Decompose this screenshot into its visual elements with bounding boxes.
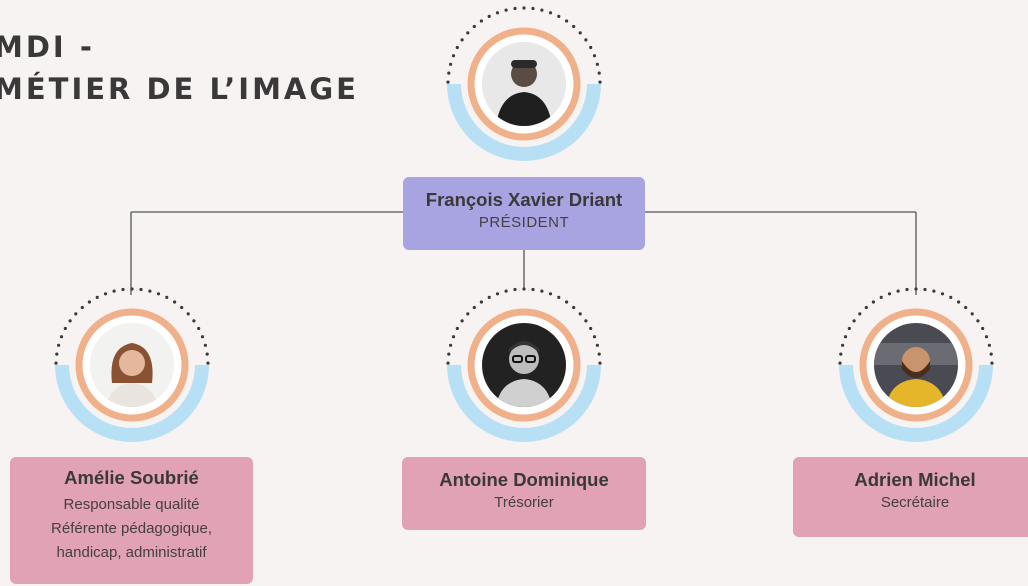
- dotted-arc: [446, 287, 602, 365]
- avatar-member-3: [831, 280, 1001, 450]
- member-3-photo: [874, 323, 958, 407]
- member-1-name: Amélie Soubrié: [64, 467, 199, 488]
- member-box-2: Antoine Dominique Trésorier: [402, 457, 646, 530]
- member-3-role-1: Secrétaire: [880, 494, 950, 511]
- title-line-2: MÉTIER DE L’IMAGE: [0, 72, 359, 106]
- president-name: François Xavier Driant: [425, 189, 623, 210]
- blue-arc: [55, 365, 209, 442]
- title-line-1: MDI -: [0, 30, 95, 64]
- dotted-arc: [446, 6, 602, 84]
- blue-arc: [447, 84, 601, 161]
- president-photo: [482, 42, 566, 126]
- blue-arc: [839, 365, 993, 442]
- dotted-arc: [838, 287, 994, 365]
- avatar-member-1: [47, 280, 217, 450]
- member-1-photo: [90, 323, 174, 407]
- page-title: MDI - MÉTIER DE L’IMAGE: [0, 26, 359, 110]
- member-box-1: Amélie Soubrié Responsable qualité Référ…: [10, 457, 253, 584]
- member-1-role-3: handicap, administratif: [56, 544, 207, 561]
- member-box-3: Adrien Michel Secrétaire: [793, 457, 1028, 537]
- blue-arc: [447, 365, 601, 442]
- member-1-role-1: Responsable qualité: [63, 496, 200, 513]
- avatar-president: [439, 0, 609, 169]
- member-2-name: Antoine Dominique: [439, 469, 609, 490]
- dotted-arc: [54, 287, 210, 365]
- member-1-role-2: Référente pédagogique,: [51, 520, 212, 537]
- member-3-name: Adrien Michel: [854, 469, 976, 490]
- member-2-photo: [482, 323, 566, 407]
- member-2-role-1: Trésorier: [494, 494, 554, 511]
- president-box: François Xavier Driant PRÉSIDENT: [403, 177, 645, 250]
- avatar-member-2: [439, 280, 609, 450]
- president-role: PRÉSIDENT: [478, 214, 570, 231]
